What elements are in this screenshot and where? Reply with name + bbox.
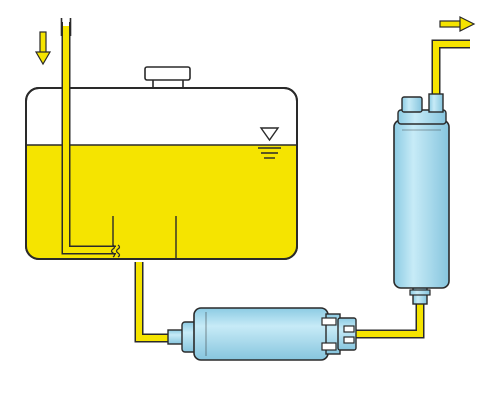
pump-body — [193, 307, 329, 361]
fuel-filter — [393, 93, 450, 305]
pressure-pipe-outline — [356, 300, 425, 339]
suction-pipe-outline — [134, 262, 180, 343]
outlet-pipe-outline — [431, 39, 470, 98]
outlet-pipe — [433, 41, 470, 98]
tank-filler-cap — [144, 66, 191, 81]
pressure-pipe — [356, 300, 423, 337]
fuel-tank — [25, 66, 298, 260]
arrow-right-icon — [439, 16, 476, 32]
arrow-down-icon — [34, 31, 52, 66]
return-pipe — [60, 14, 121, 258]
tank-fuel — [26, 145, 297, 259]
water-level-symbol-icon — [258, 127, 281, 159]
suction-pipe — [136, 262, 180, 341]
filter-body — [393, 119, 450, 289]
fuel-pump — [167, 307, 357, 361]
